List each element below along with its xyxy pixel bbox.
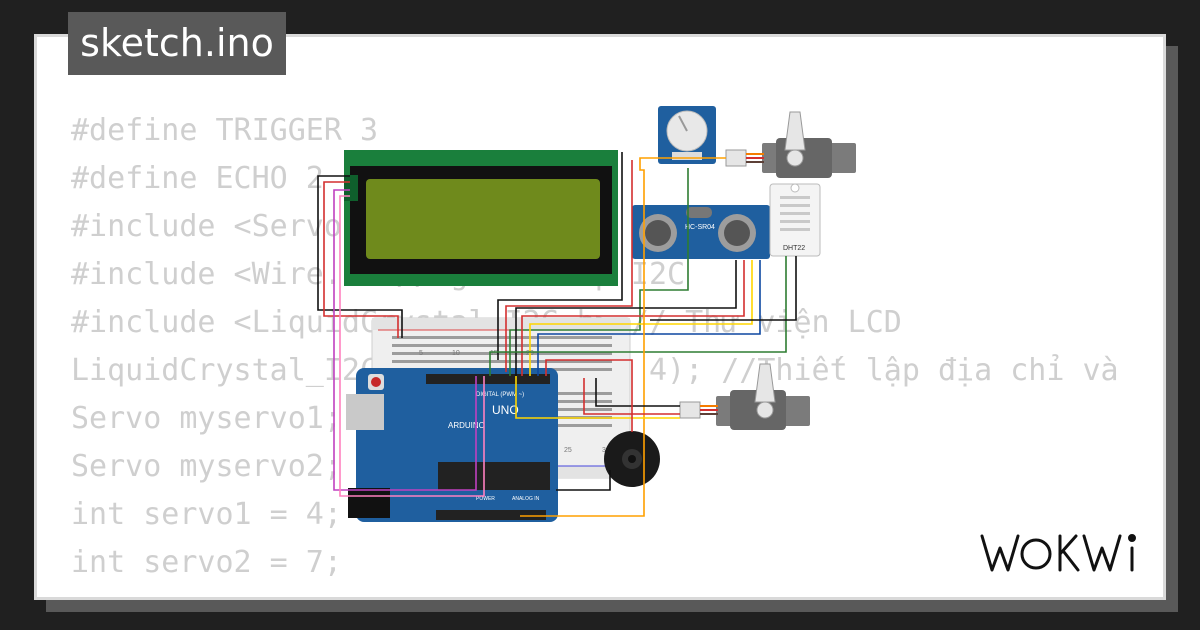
buzzer (604, 431, 660, 487)
code-line: #include <Servo.h> (71, 209, 397, 244)
breadboard-number: 25 (564, 447, 572, 454)
breadboard-number: 5 (419, 350, 423, 357)
board-model-label: UNO (492, 403, 519, 417)
code-line: #define ECHO 2 (71, 161, 324, 196)
servo-motor-2 (679, 363, 810, 430)
code-line: Servo myservo1; (71, 401, 342, 436)
breadboard-number: 10 (452, 350, 460, 357)
power-header-label: POWER (476, 496, 495, 502)
lcd-display (344, 150, 618, 286)
arduino-uno-board: DIGITAL (PWM ~) UNO ARDUINO POWER ANALOG… (346, 368, 558, 522)
code-line: int servo2 = 7; (71, 545, 342, 580)
code-line: Servo myservo2; (71, 449, 342, 484)
preview-card: #define TRIGGER 3 #define ECHO 2 #include … (34, 34, 1166, 600)
ultrasonic-sensor: HC-SR04 (632, 205, 770, 259)
potentiometer (658, 106, 716, 164)
dht22-sensor: DHT22 (769, 183, 821, 257)
wokwi-logo (980, 534, 1136, 572)
servo-motor-1 (725, 111, 856, 178)
analog-header-label: ANALOG IN (512, 496, 540, 502)
code-background: #define TRIGGER 3 #define ECHO 2 #include … (71, 107, 1119, 597)
digital-header-label: DIGITAL (PWM ~) (476, 392, 524, 398)
dht22-label: DHT22 (783, 245, 805, 252)
breadboard-number: 15 (490, 350, 498, 357)
code-line: int servo1 = 4; (71, 497, 342, 532)
wires (317, 152, 797, 517)
file-tab[interactable]: sketch.ino (68, 12, 286, 75)
code-line: #include "DHT.h" (71, 587, 1119, 597)
code-line: #define TRIGGER 3 (71, 113, 379, 148)
ultrasonic-label: HC-SR04 (685, 224, 715, 231)
board-brand-label: ARDUINO (448, 421, 485, 430)
